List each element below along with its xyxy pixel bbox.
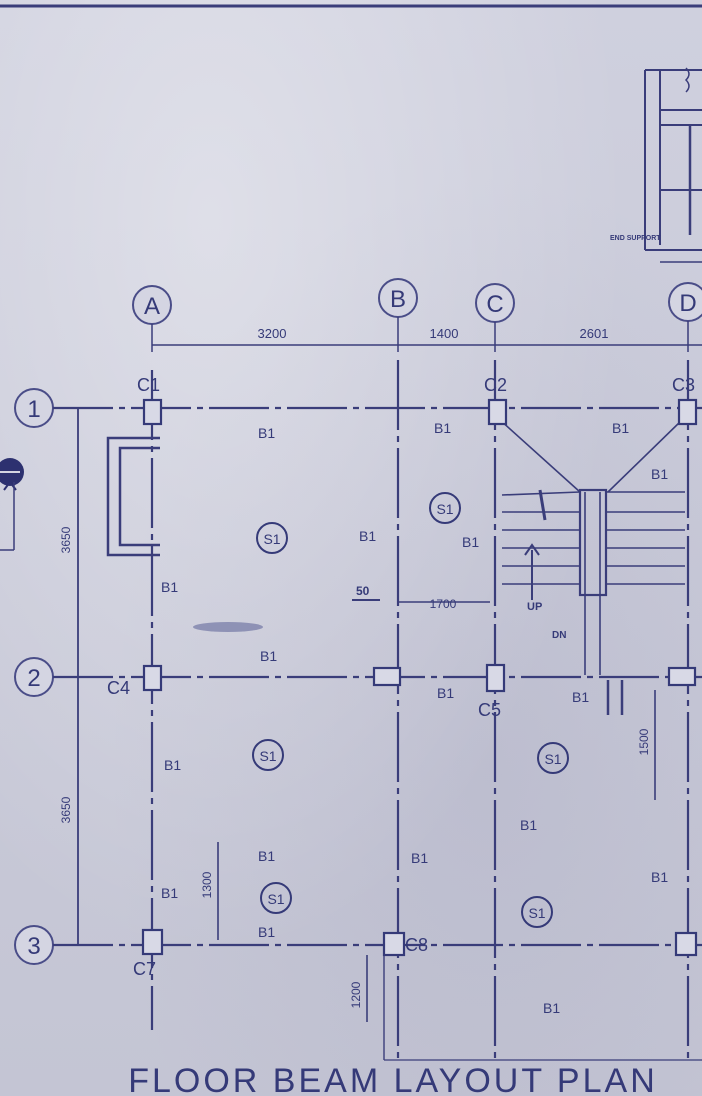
column-d2	[667, 666, 697, 687]
column-c1	[142, 398, 163, 426]
beam-label: B1	[572, 689, 589, 705]
slab-label: S1	[267, 891, 284, 907]
grid-bubble-2: 2	[14, 657, 54, 697]
slab-marker: S1	[537, 742, 569, 774]
slab-marker: S1	[256, 522, 288, 554]
dim-left-23: 3650	[59, 796, 73, 823]
label-c1: C1	[137, 375, 160, 395]
drawing-title: FLOOR BEAM LAYOUT PLAN	[128, 1062, 658, 1096]
dim-top-cd: 2601	[580, 326, 609, 341]
label-c4: C4	[107, 678, 130, 698]
dim-50: 50	[356, 584, 370, 598]
slab-label: S1	[528, 905, 545, 921]
grid-label-d: D	[679, 290, 696, 317]
label-c2: C2	[484, 375, 507, 395]
stair-dn-label: DN	[552, 630, 566, 641]
column-c3	[677, 398, 698, 426]
beam-label: B1	[258, 848, 275, 864]
slab-marker: S1	[260, 882, 292, 914]
top-dimension-line: 3200 1400 2601	[151, 317, 702, 352]
local-dimensions: 1700 50 1500 1300 1200	[200, 584, 656, 1022]
label-c5: C5	[478, 700, 501, 720]
column-c4	[142, 664, 163, 692]
beam-label: B1	[164, 757, 181, 773]
slab-label: S1	[544, 751, 561, 767]
north-arrow-icon	[0, 458, 24, 551]
beam-label: B1	[258, 425, 275, 441]
grid-bubble-1: 1	[14, 388, 54, 428]
column-c8	[382, 931, 406, 957]
grid-label-1: 1	[27, 396, 40, 423]
beam-label: B1	[411, 850, 428, 866]
slab-marker: S1	[521, 896, 553, 928]
support-note: END SUPPORT	[610, 235, 661, 242]
dim-top-bc: 1400	[430, 326, 459, 341]
dim-1500: 1500	[637, 728, 651, 755]
slab-marker: S1	[252, 739, 284, 771]
beam-label: B1	[161, 885, 178, 901]
beam-label: B1	[520, 817, 537, 833]
end-support-detail: END SUPPORT	[610, 67, 702, 263]
grid-bubble-d: D	[668, 282, 702, 322]
column-labels: C1 C2 C3 C4 C5 C7 C8	[107, 375, 695, 979]
beam-lines-vertical	[150, 360, 702, 1061]
slab-label: S1	[263, 531, 280, 547]
columns	[141, 398, 698, 957]
beam-label: B1	[258, 924, 275, 940]
beam-label: B1	[543, 1000, 560, 1016]
stair-up-label: UP	[527, 601, 542, 613]
beam-label: B1	[651, 466, 668, 482]
grid-label-3: 3	[27, 933, 40, 960]
dim-1300: 1300	[200, 871, 214, 898]
slab-label: S1	[259, 748, 276, 764]
grid-bubble-3: 3	[14, 925, 54, 965]
beam-label: B1	[437, 685, 454, 701]
beam-label: B1	[462, 534, 479, 550]
grid-label-2: 2	[27, 665, 40, 692]
grid-bubble-a: A	[132, 285, 172, 325]
grid-label-c: C	[486, 291, 503, 318]
duct-outline	[106, 436, 160, 557]
column-b2	[372, 666, 402, 687]
beam-label: B1	[161, 579, 178, 595]
column-c2	[487, 398, 508, 426]
beam-label: B1	[612, 420, 629, 436]
column-c5	[485, 663, 506, 693]
slab-marker: S1	[429, 492, 461, 524]
beam-label: B1	[434, 420, 451, 436]
grid-label-b: B	[390, 286, 406, 313]
dim-1200: 1200	[349, 981, 363, 1008]
beam-label: B1	[651, 869, 668, 885]
beam-label: B1	[260, 648, 277, 664]
label-c3: C3	[672, 375, 695, 395]
dim-top-ab: 3200	[258, 326, 287, 341]
slab-label: S1	[436, 501, 453, 517]
ink-smudge	[193, 622, 263, 632]
dim-1700: 1700	[430, 597, 457, 611]
slab-markers: S1 S1 S1 S1 S1 S1	[252, 492, 569, 928]
grid-bubble-b: B	[378, 278, 418, 318]
staircase: UP DN	[499, 419, 685, 715]
beam-label: B1	[359, 528, 376, 544]
label-c7: C7	[133, 959, 156, 979]
beam-labels: B1 B1 B1 B1 B1 B1 B1 B1 B1 B1 B1 B1 B1 B…	[161, 420, 668, 1016]
grid-label-a: A	[144, 293, 160, 320]
label-c8: C8	[405, 935, 428, 955]
grid-bubble-c: C	[475, 283, 515, 323]
column-c7	[141, 928, 164, 956]
column-d3	[674, 931, 698, 957]
dim-left-12: 3650	[59, 526, 73, 553]
